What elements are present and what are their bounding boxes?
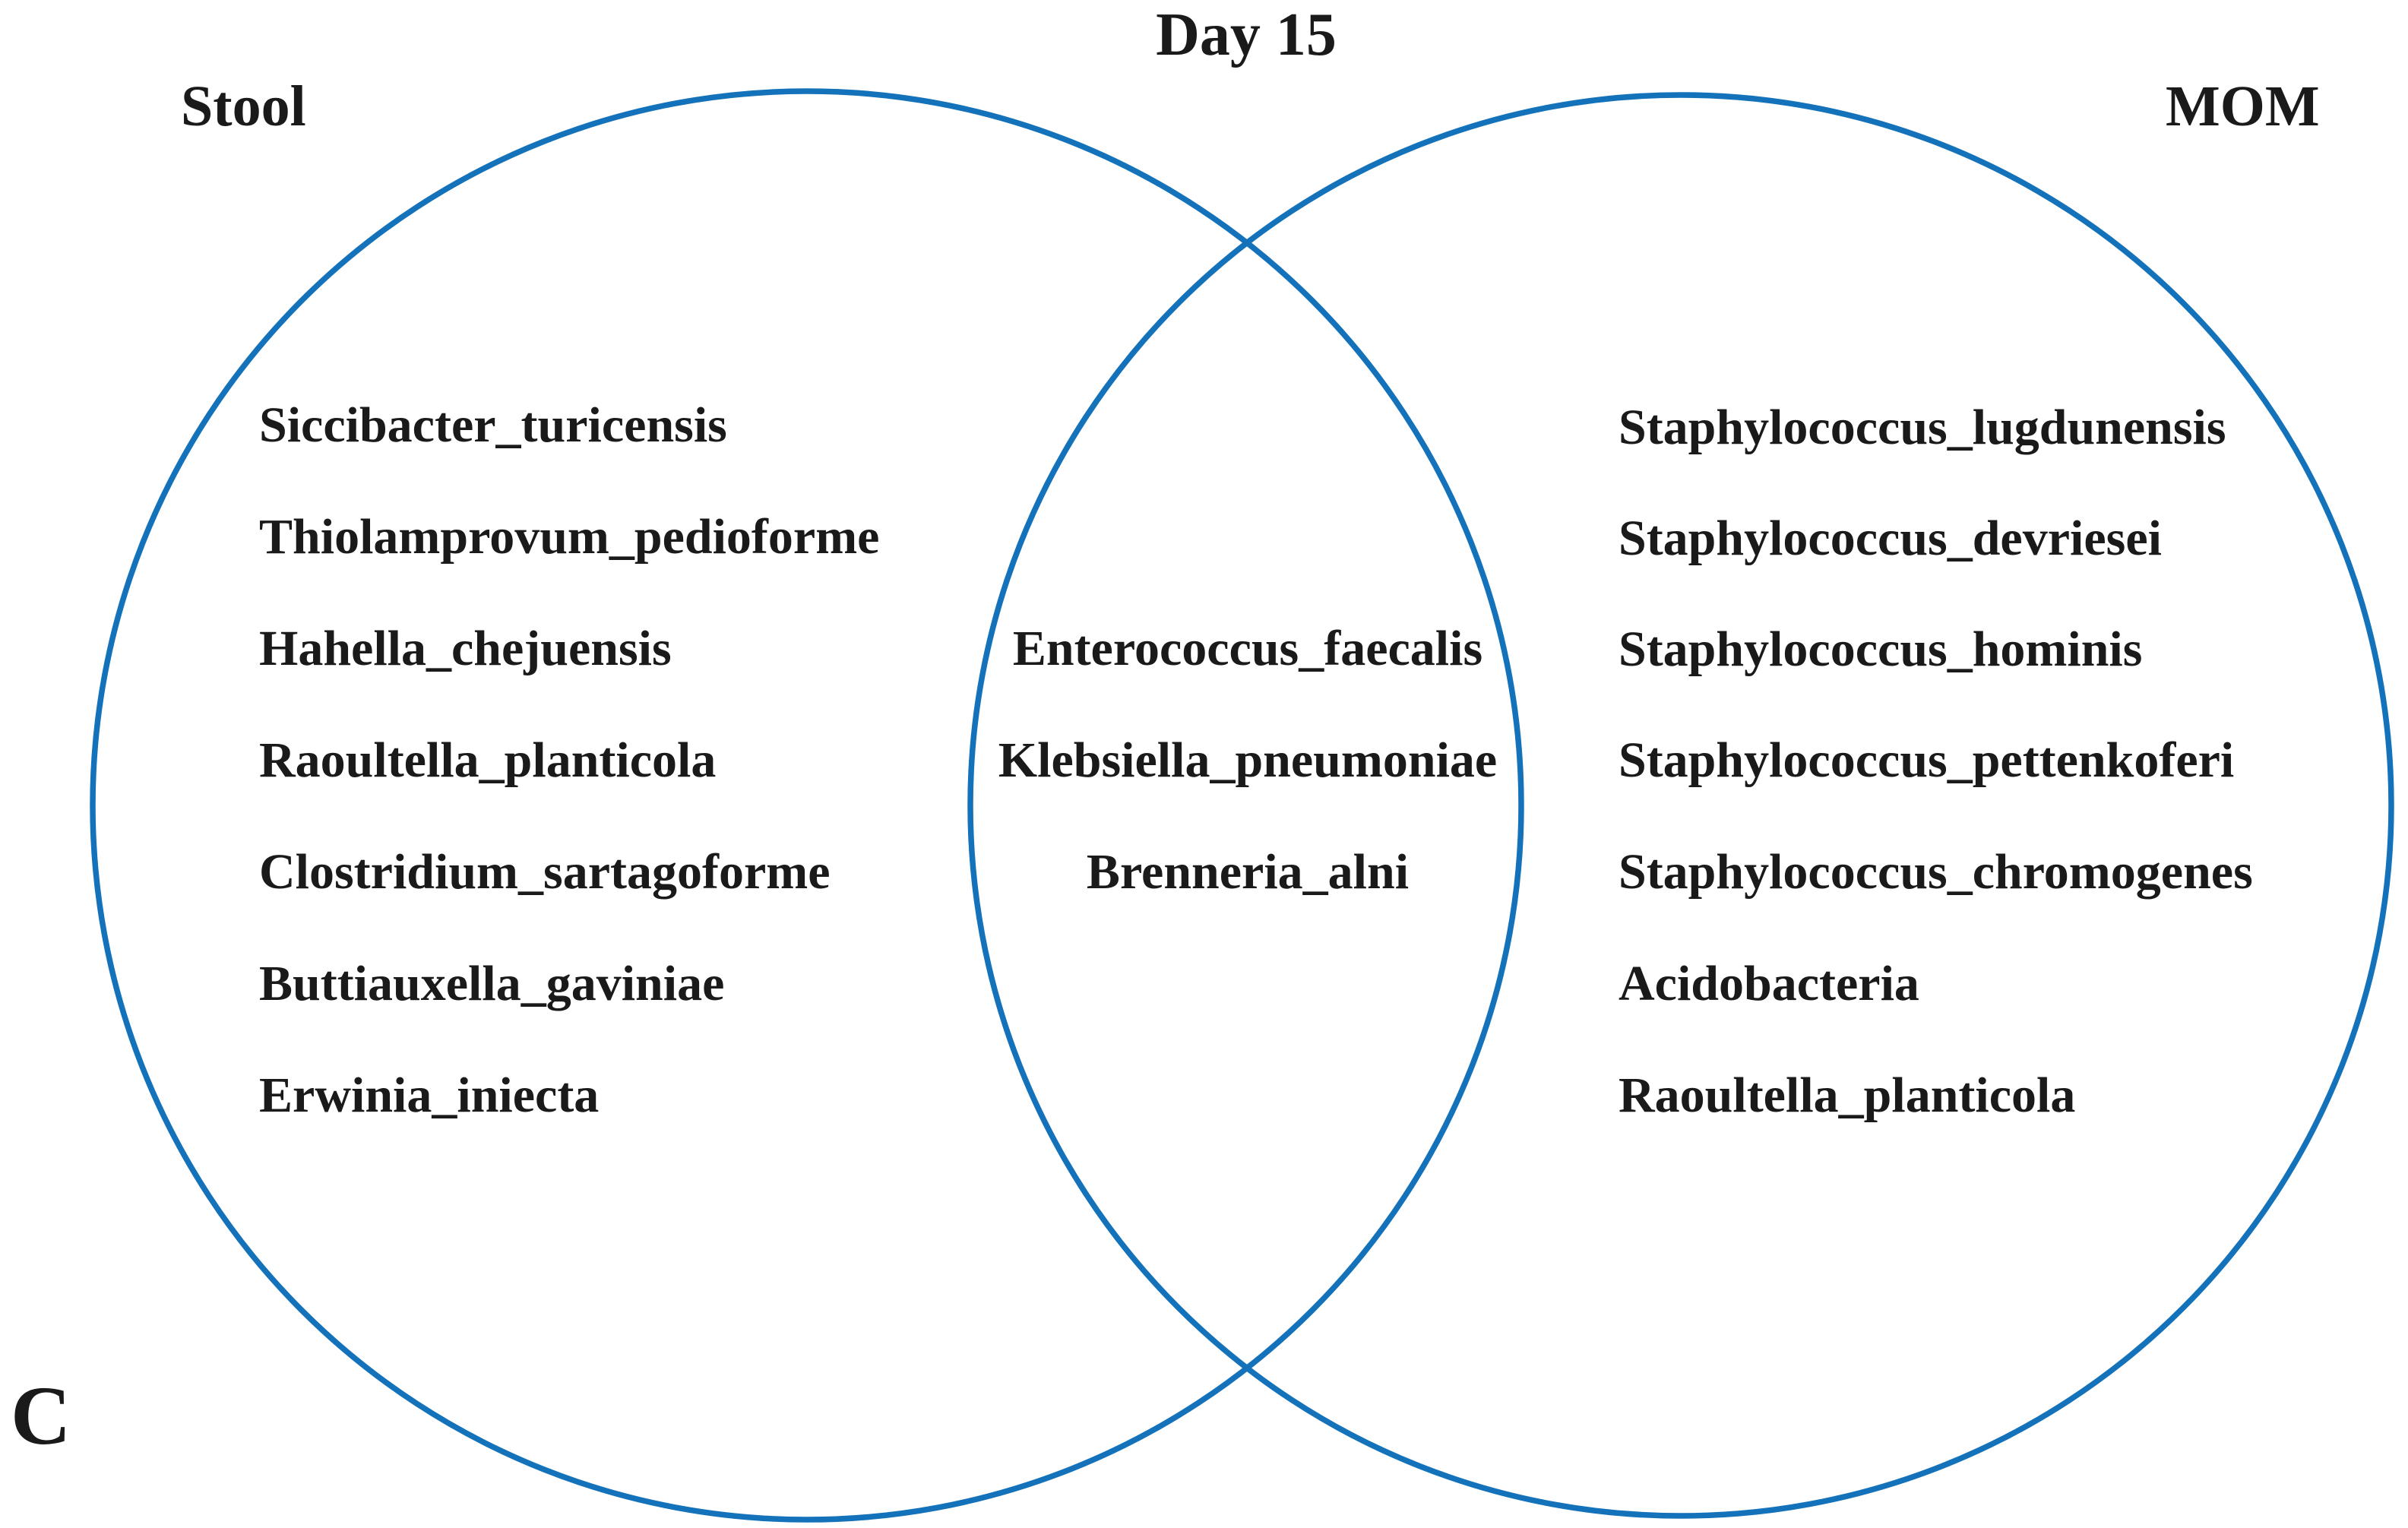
panel-label: C	[11, 1369, 71, 1462]
left-set-label: Stool	[181, 74, 306, 138]
left-species-item: Erwinia_iniecta	[259, 1068, 600, 1123]
right-species-item: Acidobacteria	[1619, 956, 1919, 1011]
left-species-item: Siccibacter_turicensis	[259, 397, 727, 453]
intersection-species-item: Brenneria_alni	[1086, 844, 1410, 900]
right-species-item: Staphylococcus_devriesei	[1619, 511, 2162, 566]
left-species-item: Raoultella_planticola	[259, 732, 717, 788]
left-species-item: Thiolamprovum_pedioforme	[259, 509, 880, 565]
right-set-label: MOM	[2166, 74, 2320, 138]
left-species-item: Clostridium_sartagoforme	[259, 844, 831, 900]
intersection-species-item: Klebsiella_pneumoniae	[998, 732, 1498, 788]
right-species-item: Staphylococcus_chromogenes	[1619, 844, 2253, 900]
right-species-item: Raoultella_planticola	[1619, 1068, 2076, 1123]
intersection-species-item: Enterococcus_faecalis	[1012, 621, 1483, 676]
right-species-item: Staphylococcus_pettenkoferi	[1619, 732, 2235, 788]
right-species-item: Staphylococcus_lugdunensis	[1619, 400, 2226, 455]
figure-title: Day 15	[1156, 2, 1337, 68]
right-species-item: Staphylococcus_hominis	[1619, 622, 2143, 677]
left-species-item: Buttiauxella_gaviniae	[259, 956, 725, 1011]
left-species-item: Hahella_chejuensis	[259, 621, 672, 676]
right-circle-mom	[967, 92, 2394, 1519]
left-circle-stool	[90, 88, 1524, 1523]
